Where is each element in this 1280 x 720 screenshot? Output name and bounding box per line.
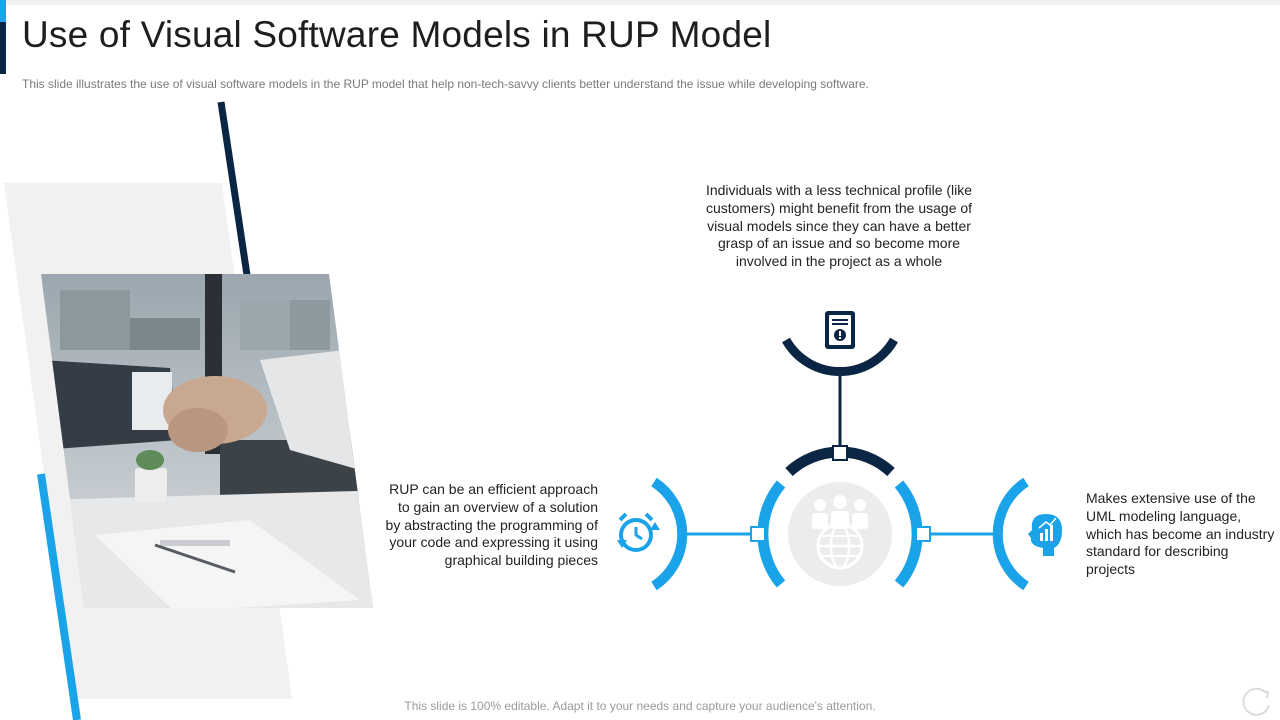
refresh-icon (1242, 687, 1270, 716)
alarm-clock-refresh-icon (617, 512, 660, 552)
left-arc (651, 477, 688, 591)
team-globe-icon (788, 482, 892, 586)
node-left (750, 526, 766, 542)
top-bar (0, 0, 1280, 5)
slide-subtitle: This slide illustrates the use of visual… (22, 77, 869, 91)
point-top-text: Individuals with a less technical profil… (705, 182, 973, 270)
slide-title: Use of Visual Software Models in RUP Mod… (22, 14, 772, 55)
title-accent-bar (0, 0, 6, 74)
slide-footer: This slide is 100% editable. Adapt it to… (404, 699, 876, 713)
center-arc-right (894, 480, 923, 588)
point-right-text: Makes extensive use of the UML modeling … (1086, 490, 1275, 578)
handshake-photo (41, 274, 373, 608)
node-top (832, 445, 848, 461)
head-chart-icon (1028, 514, 1062, 556)
top-arc (782, 337, 898, 377)
document-alert-icon (825, 311, 855, 349)
title-accent-highlight (0, 0, 6, 22)
right-arc (992, 477, 1029, 591)
blue-diagonal-line (37, 473, 81, 720)
navy-diagonal-line (217, 101, 251, 276)
point-left-text: RUP can be an efficient approach to gain… (385, 481, 598, 569)
node-right (915, 526, 931, 542)
